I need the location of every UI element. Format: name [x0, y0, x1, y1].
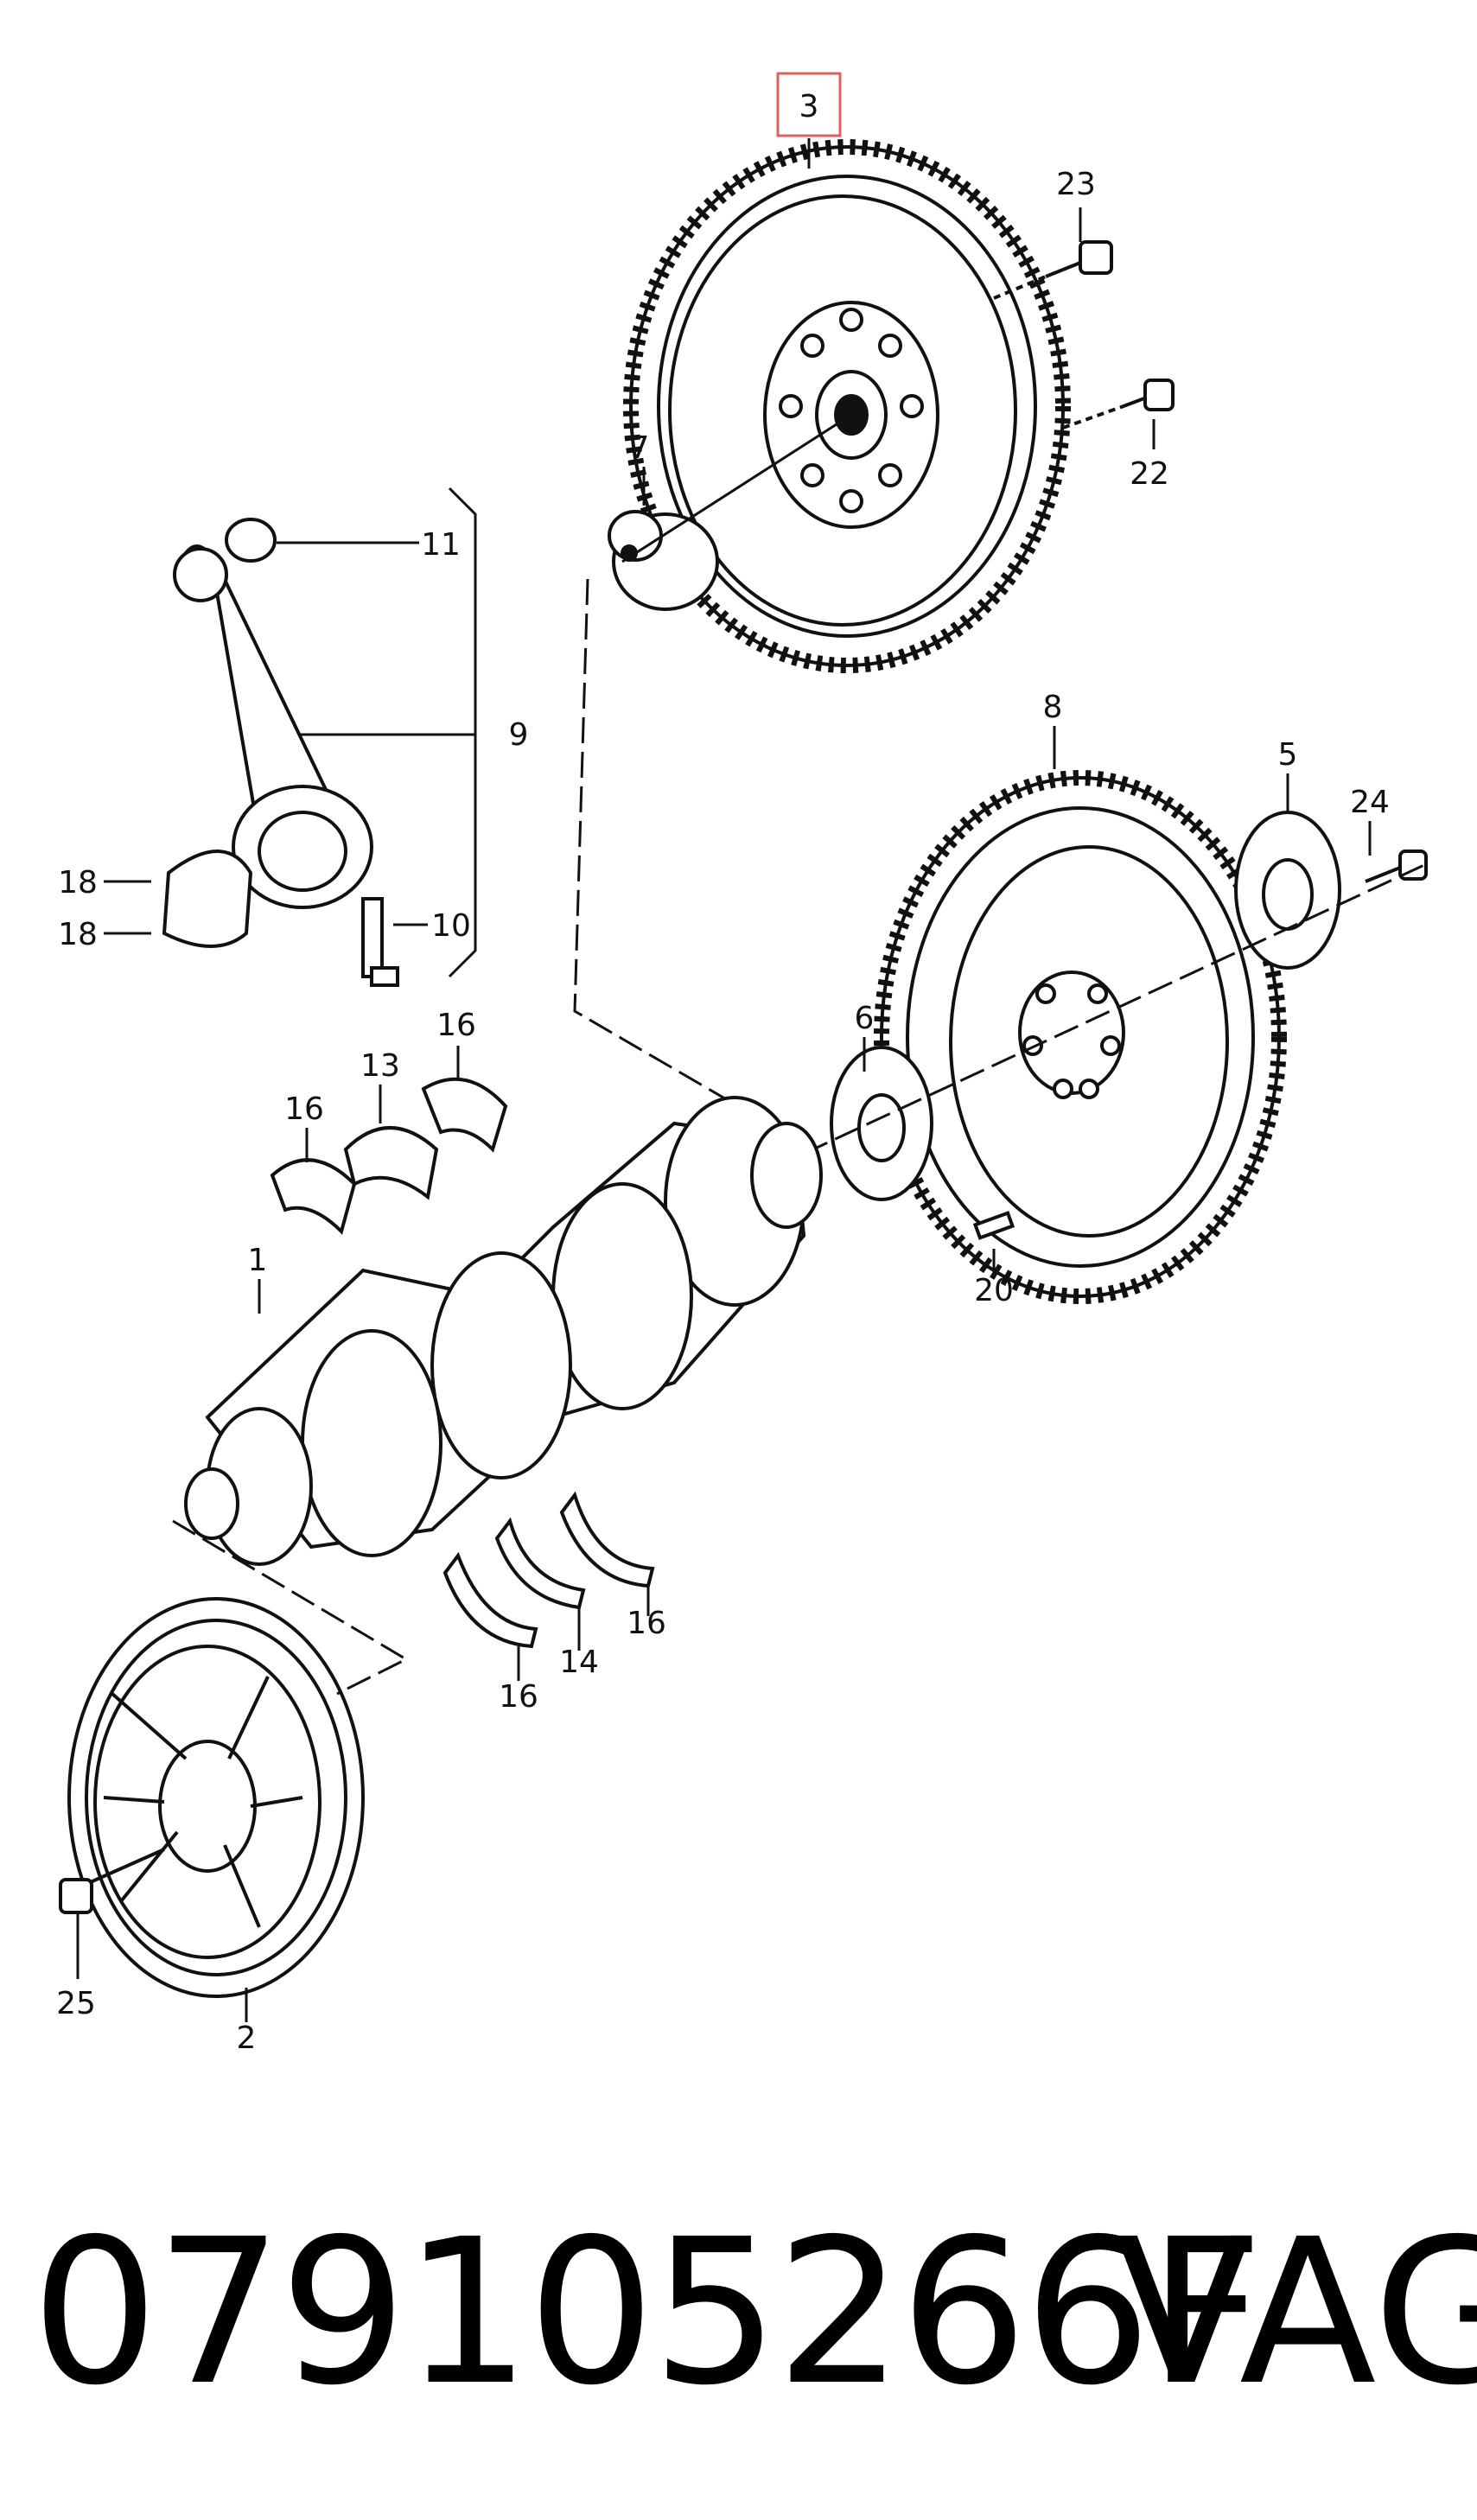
driveplate-part-8 — [874, 770, 1287, 1304]
callout-1: 1 — [248, 1243, 268, 1278]
callout-7: 7 — [630, 430, 650, 466]
part-number: 079105266F — [31, 2196, 1264, 2429]
pulley-part-2 — [67, 1597, 365, 1998]
callout-10: 10 — [431, 908, 471, 944]
pin-part-20 — [972, 1211, 1015, 1240]
bolt-part-24 — [1365, 850, 1428, 883]
callout-23: 23 — [1056, 167, 1096, 202]
conrod-bolt-part-10 — [361, 897, 399, 987]
callout-8: 8 — [1043, 690, 1063, 725]
bolt-part-25 — [59, 1848, 165, 1914]
bolt-part-22 — [1062, 379, 1175, 430]
callout-9: 9 — [509, 717, 529, 753]
flywheel-part-3 — [623, 139, 1071, 673]
callout-16-top: 16 — [436, 1008, 476, 1043]
leader-lines — [76, 138, 1372, 2022]
callout-25: 25 — [56, 1986, 96, 2021]
brand-name: VAG — [1115, 2196, 1477, 2429]
bushing-part-7 — [608, 510, 719, 611]
callout-16-left: 16 — [284, 1091, 324, 1127]
plate-part-6 — [830, 1046, 933, 1201]
highlight-box — [776, 72, 842, 137]
thrust-washer-part-16 — [270, 1077, 655, 1649]
main-bearing-shell-part-13 — [343, 1126, 439, 1200]
callout-11: 11 — [421, 527, 461, 563]
callout-24: 24 — [1350, 785, 1390, 820]
dashed-guide-line — [573, 578, 813, 1151]
callout-20: 20 — [974, 1273, 1014, 1308]
callout-18-lower: 18 — [58, 917, 98, 952]
callout-16-right: 16 — [627, 1606, 666, 1641]
bolt-part-23 — [993, 240, 1113, 300]
callout-16-bottom: 16 — [499, 1679, 538, 1715]
callout-2: 2 — [237, 2020, 257, 2056]
axis-line-driveplate — [803, 862, 1427, 1155]
bracket-line-9 — [448, 487, 477, 978]
callout-13: 13 — [360, 1048, 400, 1084]
callout-14: 14 — [559, 1645, 599, 1680]
callout-6: 6 — [855, 1001, 875, 1036]
callout-3: 3 — [799, 89, 819, 124]
small-end-bush-part-11 — [225, 518, 277, 563]
axis-line-flywheel — [621, 413, 852, 563]
connecting-rod-part-9 — [173, 544, 373, 909]
callout-22: 22 — [1130, 456, 1169, 492]
callout-5: 5 — [1278, 737, 1298, 773]
dashed-guide-line-pulley — [172, 1519, 410, 1696]
bearing-shell-part-18 — [162, 850, 253, 948]
callout-labels: 3 23 22 7 11 9 18 18 10 8 5 24 6 16 13 1… — [56, 89, 1390, 2056]
callout-18-upper: 18 — [58, 865, 98, 900]
crankshaft-part-1 — [184, 1096, 823, 1566]
plate-part-5 — [1234, 811, 1341, 970]
